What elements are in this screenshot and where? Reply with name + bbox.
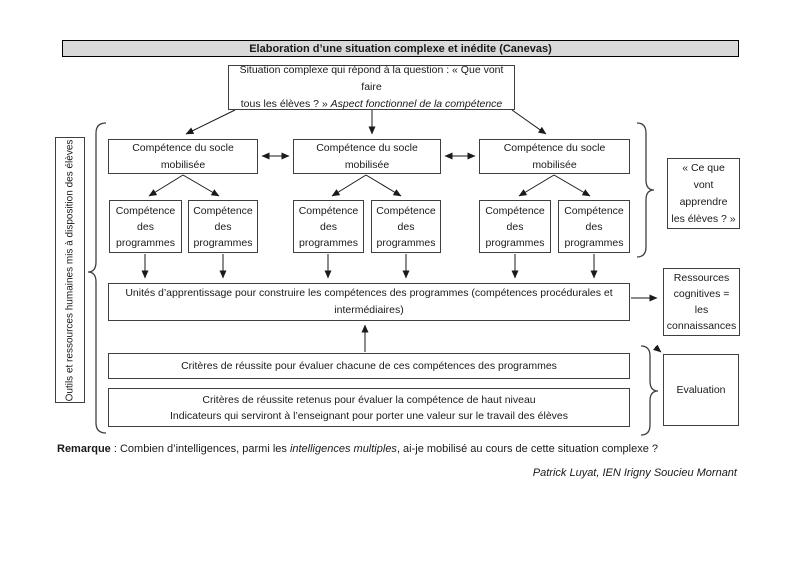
arrow-socle1-prog2: [182, 174, 220, 197]
arrow-socle3-prog5: [518, 174, 555, 197]
programme-box-5: Compétence des programmes: [479, 200, 551, 253]
remarque-note: Remarque : Combien d’intelligences, parm…: [57, 443, 659, 455]
programme-box-2: Compétence des programmes: [188, 200, 258, 253]
outils-ressources-label-box: Outils et ressources humaines mis à disp…: [55, 137, 85, 403]
remarque-italic: intelligences multiples: [289, 443, 397, 455]
unites-apprentissage-box: Unités d’apprentissage pour construire l…: [108, 283, 630, 321]
arrow-socle1-prog1: [148, 174, 184, 197]
situation-line2: tous les élèves ? » Aspect fonctionnel d…: [240, 98, 503, 110]
socle-box-2: Compétence du socle mobilisée: [293, 139, 441, 174]
socle-box-3: Compétence du socle mobilisée: [479, 139, 630, 174]
right-curly-brace-top: [636, 122, 655, 258]
left-curly-brace: [87, 122, 107, 434]
author-signature: Patrick Luyat, IEN Irigny Soucieu Mornan…: [532, 467, 737, 479]
arrow-situation-to-socle-1: [185, 109, 236, 135]
arrow-brace-to-evaluation: [652, 344, 662, 353]
criteres-reussite-box-2: Critères de réussite retenus pour évalue…: [108, 388, 630, 427]
criteres-reussite-box-1: Critères de réussite pour évaluer chacun…: [108, 353, 630, 379]
evaluation-box: Evaluation: [663, 354, 739, 426]
programme-box-6: Compétence des programmes: [558, 200, 630, 253]
diagram-title: Elaboration d’une situation complexe et …: [249, 42, 552, 55]
situation-line1: Situation complexe qui répond à la quest…: [239, 64, 504, 93]
right-curly-brace-bottom: [640, 345, 659, 436]
ce-que-vont-apprendre-box: « Ce que vont apprendre les élèves ? »: [667, 158, 740, 229]
diagram-title-bar: Elaboration d’une situation complexe et …: [62, 40, 739, 57]
programme-box-1: Compétence des programmes: [109, 200, 182, 253]
programme-box-4: Compétence des programmes: [371, 200, 441, 253]
programme-box-3: Compétence des programmes: [293, 200, 364, 253]
arrow-socle2-prog3: [331, 174, 367, 197]
situation-line2-italic: Aspect fonctionnel de la compétence: [330, 98, 503, 110]
arrow-socle2-prog4: [365, 174, 402, 197]
outils-ressources-label: Outils et ressources humaines mis à disp…: [64, 139, 76, 401]
situation-complexe-box: Situation complexe qui répond à la quest…: [228, 64, 515, 110]
remarque-label: Remarque: [57, 443, 111, 455]
socle-box-1: Compétence du socle mobilisée: [108, 139, 258, 174]
ressources-cognitives-box: Ressources cognitives = les connaissance…: [663, 268, 740, 336]
arrow-socle3-prog6: [553, 174, 591, 197]
arrow-situation-to-socle-3: [511, 109, 547, 135]
